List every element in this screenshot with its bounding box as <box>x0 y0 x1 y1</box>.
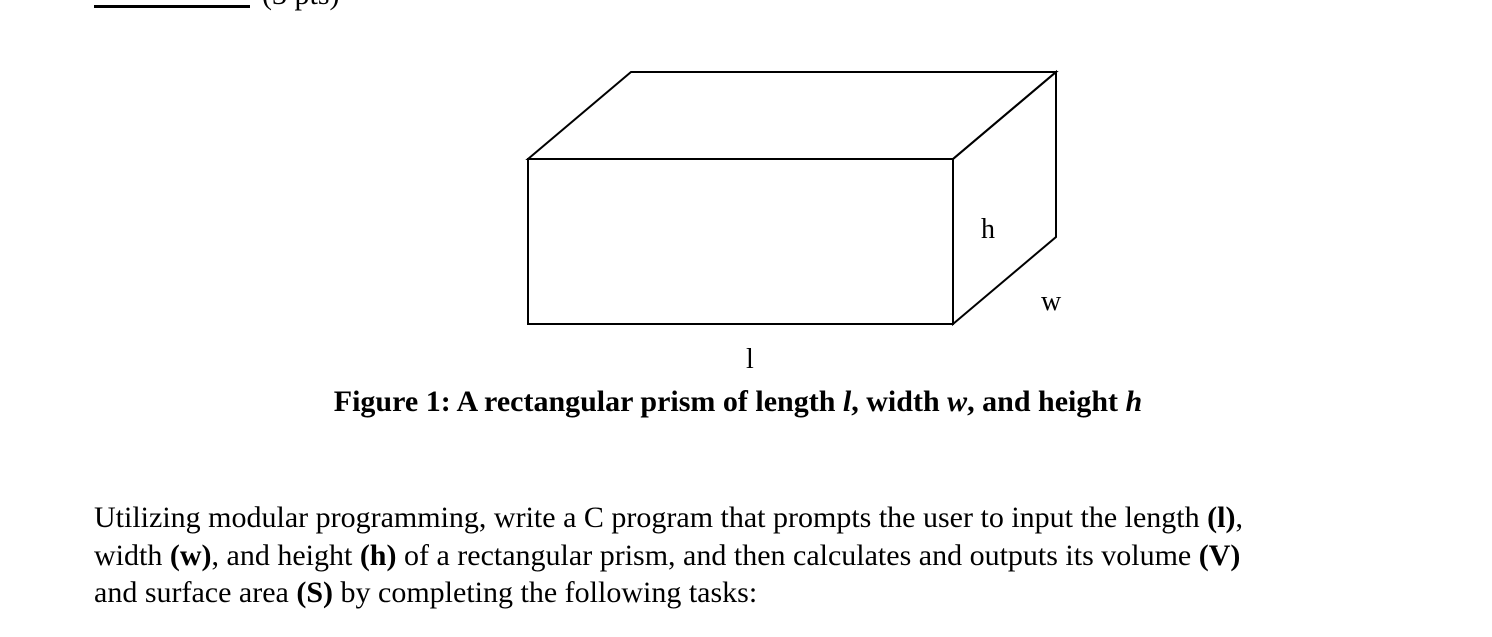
underline-bar <box>94 5 250 8</box>
height-label: h <box>981 214 995 245</box>
points-label: (3 pts) <box>262 0 340 11</box>
task-paragraph: Utilizing modular programming, write a C… <box>94 499 1394 612</box>
figure-caption: Figure 1: A rectangular prism of length … <box>333 385 1143 418</box>
caption-var-h: h <box>1125 385 1143 418</box>
paragraph-line-2: width (w), and height (h) of a rectangul… <box>94 538 1241 572</box>
prism-diagram <box>525 69 1059 327</box>
prism-side-face <box>952 69 1057 327</box>
prism-front-face <box>527 158 954 325</box>
caption-var-w: w <box>947 385 968 418</box>
prism-top-face <box>525 71 1059 160</box>
length-label: l <box>746 344 754 375</box>
header-fragment: (3 pts) <box>94 0 340 12</box>
width-label: w <box>1041 286 1062 317</box>
paragraph-line-3: and surface area (S) by completing the f… <box>94 576 758 609</box>
paragraph-line-1: Utilizing modular programming, write a C… <box>94 501 1243 534</box>
caption-var-l: l <box>842 385 852 418</box>
